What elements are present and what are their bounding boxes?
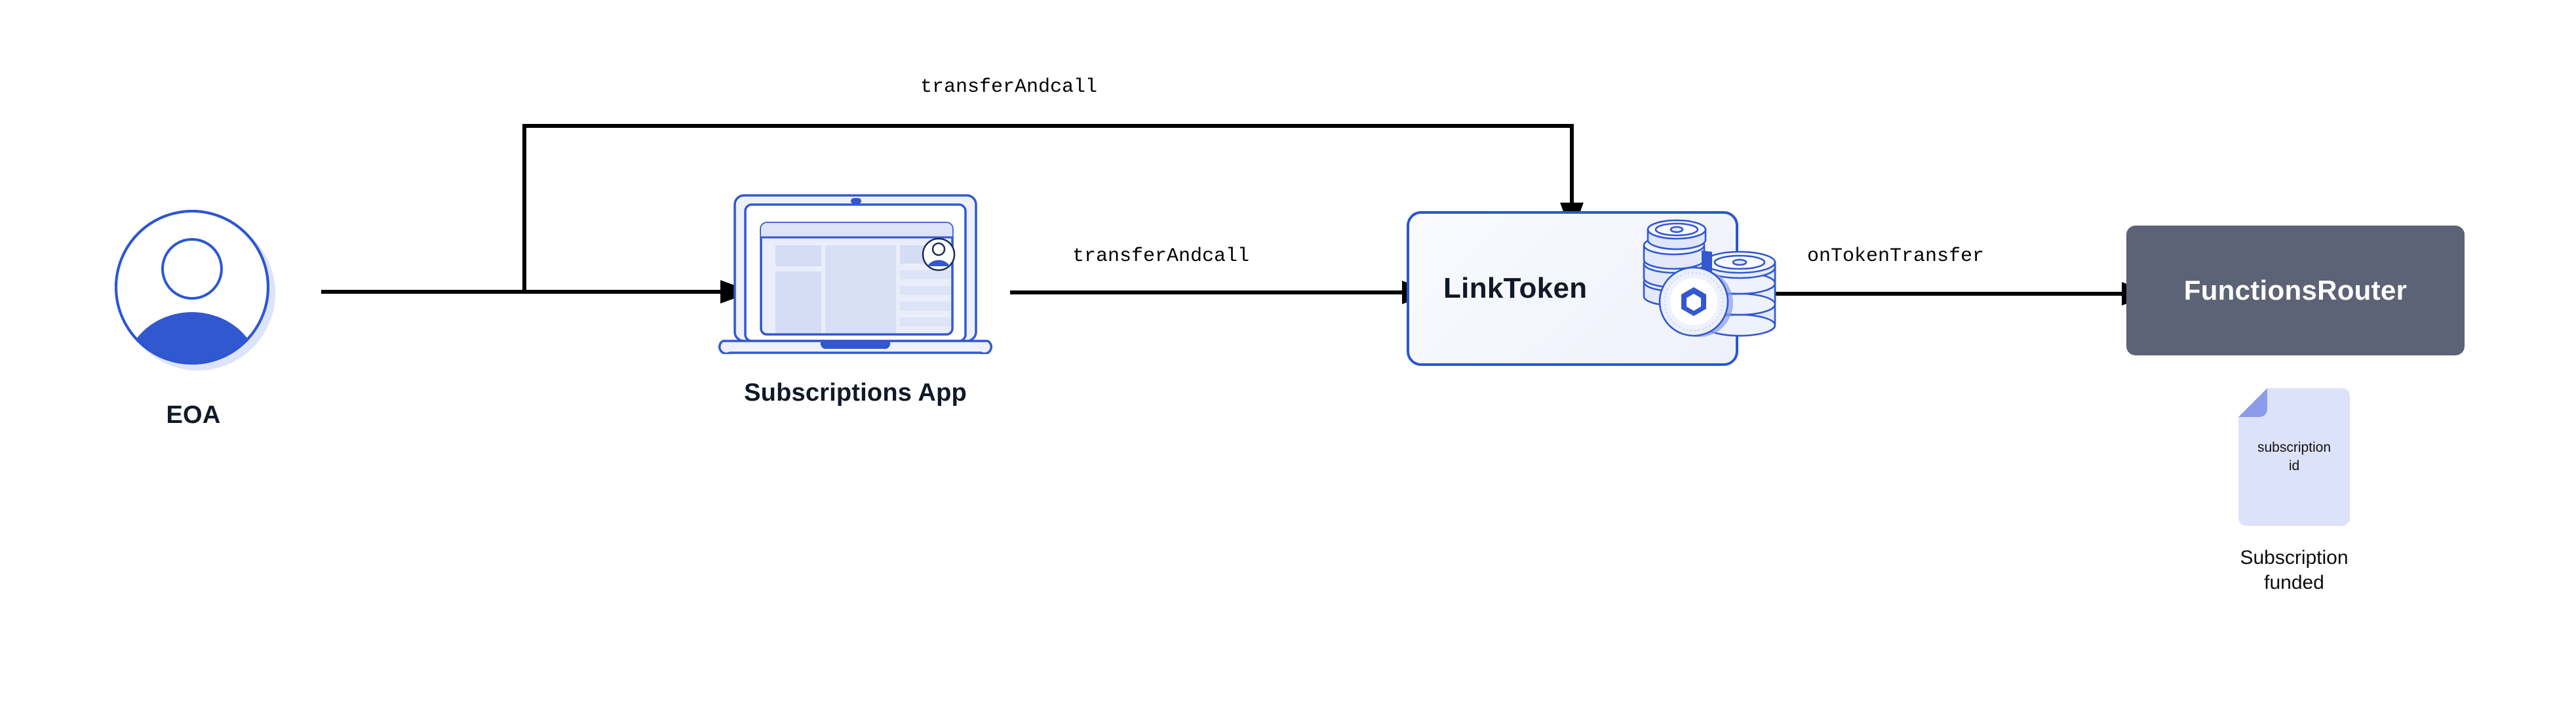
node-link-token[interactable]: LinkToken bbox=[1407, 211, 1776, 366]
node-eoa[interactable]: EOA bbox=[98, 203, 288, 429]
document-inner-label: subscription id bbox=[2257, 440, 2332, 473]
laptop-icon bbox=[718, 190, 993, 355]
node-functions-router[interactable]: FunctionsRouter bbox=[2126, 226, 2465, 355]
node-label-subscription-funded: Subscription funded bbox=[2240, 547, 2349, 593]
edge-label-ontokentransfer: onTokenTransfer bbox=[1807, 245, 1985, 268]
node-label-functions-router: FunctionsRouter bbox=[2183, 275, 2408, 306]
node-subscriptions-app[interactable]: Subscriptions App bbox=[705, 190, 1006, 407]
coin-stack-icon bbox=[1628, 203, 1786, 367]
document-icon: subscription id bbox=[2238, 388, 2350, 526]
user-avatar-icon bbox=[108, 203, 279, 374]
node-label-eoa: EOA bbox=[166, 401, 221, 429]
functions-router-box: FunctionsRouter bbox=[2126, 226, 2465, 355]
node-subscription-document[interactable]: subscription id Subscription funded bbox=[2189, 388, 2399, 595]
edge-label-transferandcall-top: transferAndcall bbox=[920, 76, 1098, 98]
edge-label-transferandcall-mid: transferAndcall bbox=[1072, 245, 1250, 268]
node-label-link-token: LinkToken bbox=[1443, 272, 1588, 304]
node-label-subscriptions-app: Subscriptions App bbox=[744, 379, 967, 407]
